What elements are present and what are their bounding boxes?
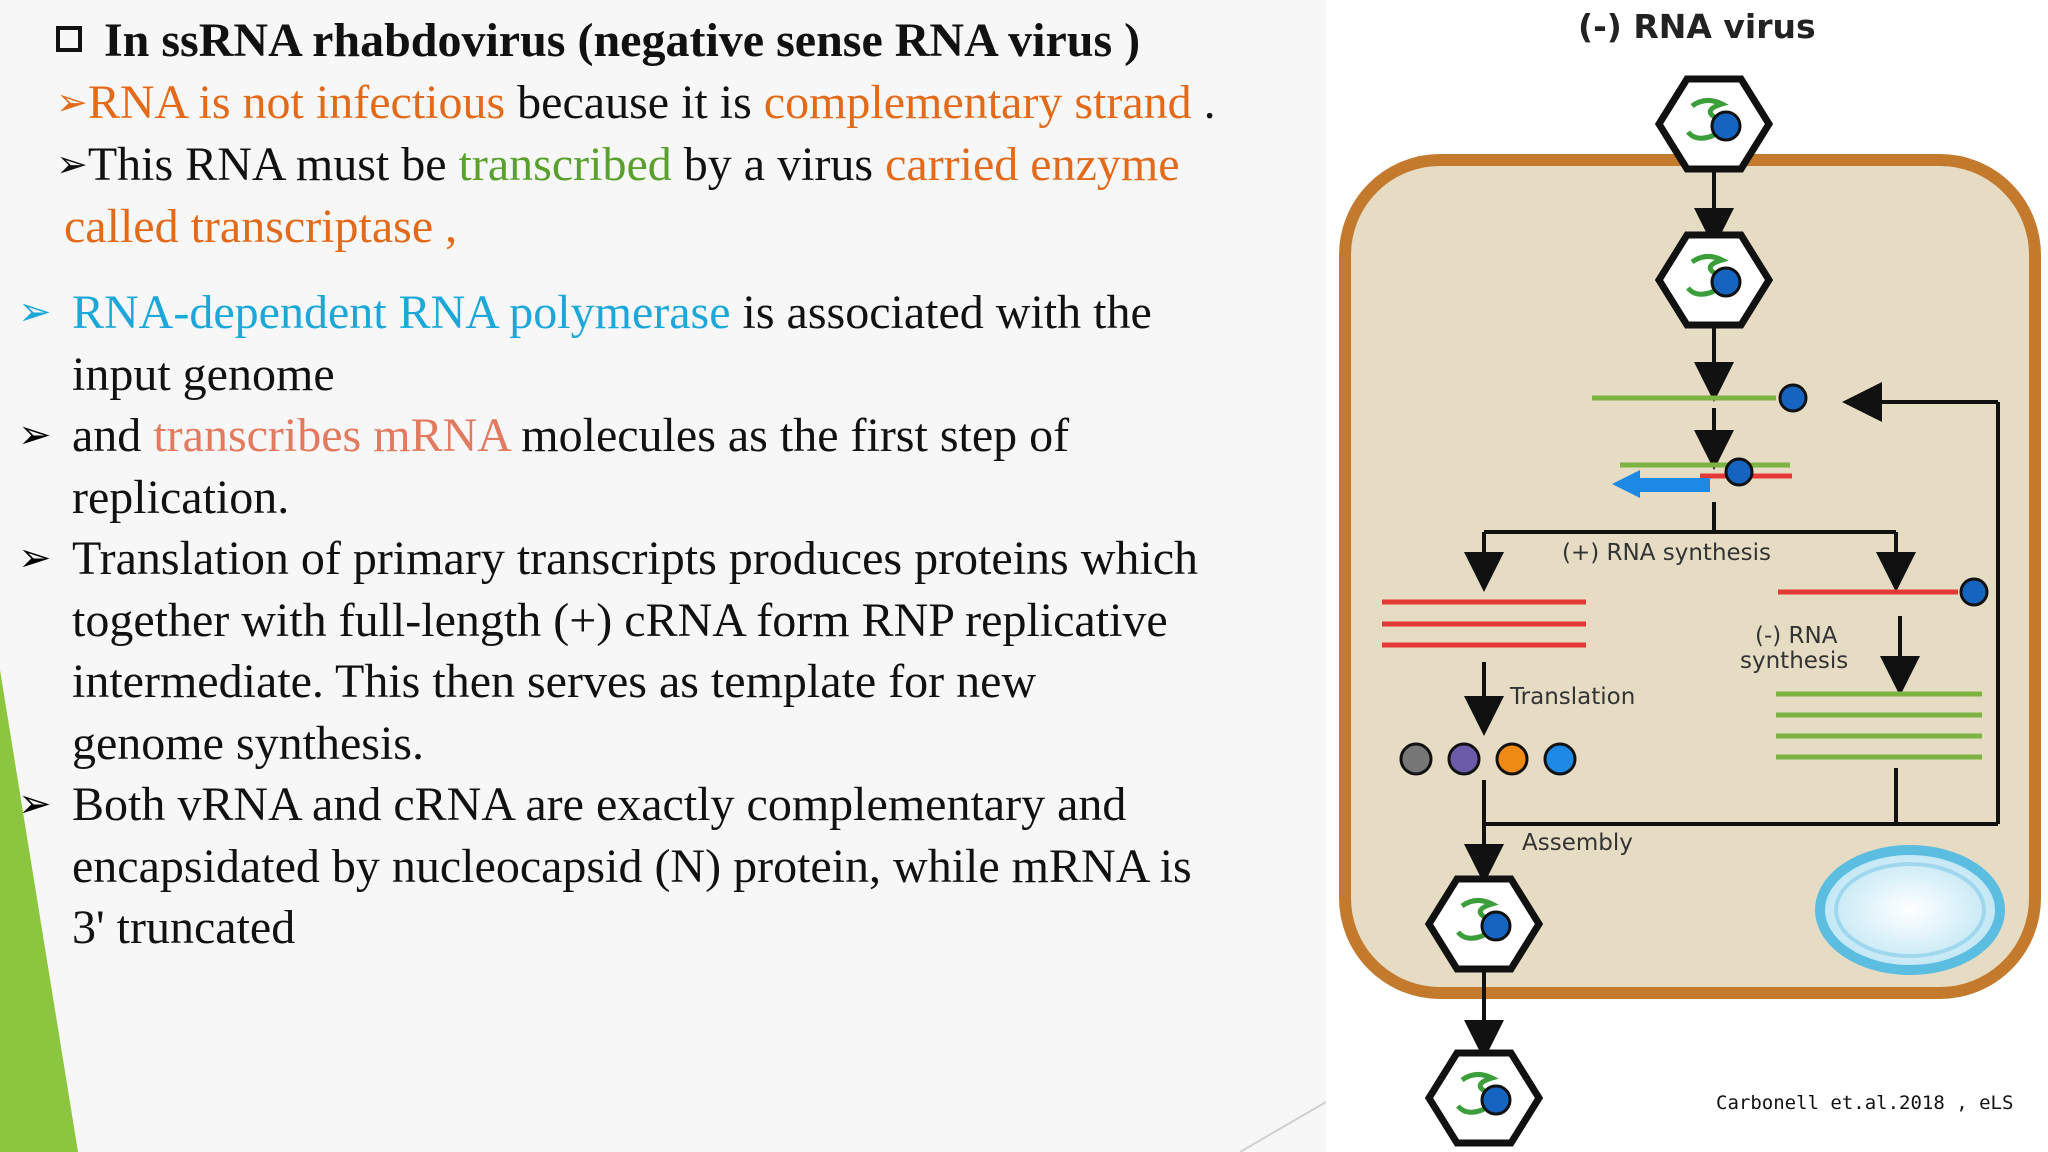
label-minus-rna-2: synthesis (1740, 648, 1848, 674)
bullet-text: genome synthesis. (72, 717, 424, 770)
subpoint-text: called transcriptase , (64, 200, 458, 253)
protein-dot-icon (1447, 742, 1481, 776)
bullet-text: encapsidated by nucleocapsid (N) protein… (72, 840, 1192, 893)
bullet-text: intermediate. This then serves as templa… (72, 655, 1037, 708)
figure-credit: Carbonell et.al.2018 , eLS (1716, 1092, 2014, 1114)
bullet-text: 3' truncated (72, 901, 296, 954)
subpoint-text: complementary strand (763, 76, 1192, 129)
subpoint-text: . (1191, 76, 1216, 129)
bullet-3-line-1: Translation of primary transcripts produ… (72, 528, 1198, 589)
bullet-text: and (72, 409, 154, 462)
protein-dot-icon (1543, 742, 1577, 776)
protein-dot-icon (1495, 742, 1529, 776)
label-plus-rna-synthesis: (+) RNA synthesis (1562, 540, 1771, 566)
protein-dot-icon (1724, 457, 1754, 487)
subpoint-text: RNA is not infectious (87, 76, 506, 129)
bullet-1-line-1: RNA-dependent RNA polymerase is associat… (72, 282, 1152, 343)
bullet-text: Both vRNA and cRNA are exactly complemen… (72, 778, 1127, 831)
virion-icon (1659, 235, 1769, 325)
mrna-arrow-icon (1612, 470, 1710, 498)
label-minus-rna-1: (-) RNA (1755, 623, 1838, 649)
virion-icon (1429, 879, 1539, 969)
label-assembly: Assembly (1522, 830, 1633, 856)
bullet-2-line-2: replication. (72, 467, 289, 528)
protein-dot-icon (1959, 577, 1989, 607)
protein-dot-icon (1778, 383, 1808, 413)
bullet-arrow-icon: ➢ (56, 142, 88, 187)
subpoint-transcribed: ➢This RNA must be transcribed by a virus… (56, 134, 1180, 199)
bullet-3-line-2: together with full-length (+) cRNA form … (72, 590, 1168, 651)
virion-icon (1659, 79, 1769, 169)
subpoint-text: carried enzyme (885, 138, 1180, 191)
bullet-arrow-icon: ➢ (18, 412, 52, 458)
label-translation: Translation (1509, 684, 1635, 710)
subpoint-text: because it is (505, 76, 764, 129)
bullet-text: transcribes mRNA (153, 409, 510, 462)
bullet-4-line-1: Both vRNA and cRNA are exactly complemen… (72, 774, 1126, 835)
bullet-3-line-3: intermediate. This then serves as templa… (72, 651, 1036, 712)
virion-icon (1429, 1053, 1539, 1143)
bullet-arrow-icon: ➢ (18, 781, 52, 827)
bullet-3-line-4: genome synthesis. (72, 713, 424, 774)
bullet-text: replication. (72, 471, 290, 524)
slide-text-area: In ssRNA rhabdovirus (negative sense RNA… (18, 10, 1216, 958)
bullet-arrow-icon: ➢ (56, 80, 88, 125)
subpoint-text: This RNA must be (87, 138, 459, 191)
bullet-text: RNA-dependent RNA polymerase (72, 286, 731, 339)
protein-dot-icon (1399, 742, 1433, 776)
bullet-text: Translation of primary transcripts produ… (72, 532, 1199, 585)
bullet-4-line-2: encapsidated by nucleocapsid (N) protein… (72, 836, 1192, 897)
left-accent-shape (0, 670, 78, 1152)
subpoint-infectious: ➢RNA is not infectious because it is com… (56, 72, 1216, 137)
subpoint-text: by a virus (671, 138, 886, 191)
bullet-arrow-icon: ➢ (18, 535, 52, 581)
figure-title: (-) RNA virus (1578, 7, 1816, 46)
vesicle-icon (1815, 845, 2005, 975)
bullet-text: is associated with the (730, 286, 1152, 339)
bullet-1-line-2: input genome (72, 344, 335, 405)
bullet-text: input genome (72, 348, 335, 401)
bullet-text: together with full-length (+) cRNA form … (72, 594, 1168, 647)
slide-heading: In ssRNA rhabdovirus (negative sense RNA… (56, 10, 1140, 71)
subpoint-text: transcribed (458, 138, 672, 191)
bullet-2-line-1: and transcribes mRNA molecules as the fi… (72, 405, 1069, 466)
heading-text: In ssRNA rhabdovirus (negative sense RNA… (104, 14, 1141, 67)
bullet-text: molecules as the first step of (509, 409, 1070, 462)
checkbox-square-icon (56, 25, 82, 52)
bullet-arrow-icon: ➢ (18, 289, 52, 335)
bullet-4-line-3: 3' truncated (72, 897, 295, 958)
subpoint-transcriptase: called transcriptase , (64, 196, 457, 257)
